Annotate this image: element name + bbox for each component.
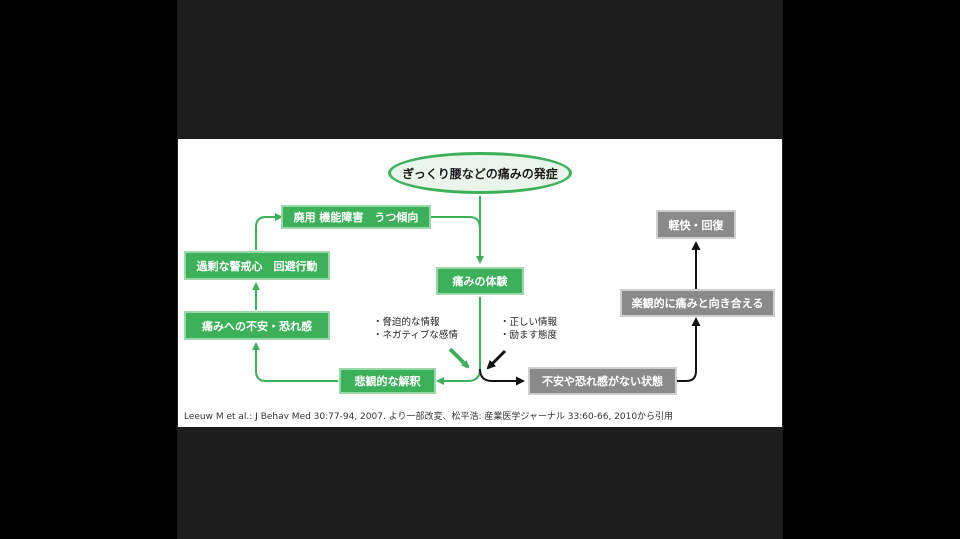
recovery-box: 軽快・回復: [656, 210, 736, 239]
positive-info-line-1: ・正しい情報: [500, 317, 558, 328]
hypervigilance-box: 過剰な警戒心 回避行動: [184, 251, 330, 280]
arrow-no-fear-to-face-pain: [676, 317, 701, 382]
citation-text: Leeuw M et al.: J Behav Med 30:77-94, 20…: [184, 412, 674, 422]
negative-info-line-1: ・脅迫的な情報: [373, 317, 440, 328]
arrow-pain-to-no-fear: [479, 368, 525, 386]
negative-info-line-2: ・ネガティブな感情: [373, 330, 458, 341]
positive-info-line-2: ・励ます態度: [500, 330, 558, 341]
disuse-box: 廃用 機能障害 うつ傾向: [281, 205, 431, 229]
arrow-disuse-to-pain: [431, 216, 481, 230]
arrow-negative-info: [448, 347, 470, 369]
onset-ellipse: ぎっくり腰などの痛みの発症: [388, 152, 572, 194]
no-fear-state-box: 不安や恐れ感がない状態: [528, 367, 677, 395]
arrow-hypervigilance-to-disuse: [255, 213, 283, 250]
arrow-positive-info: [486, 349, 507, 370]
fear-anxiety-box: 痛みへの不安・恐れ感: [184, 311, 330, 340]
negative-info-note: ・脅迫的な情報 ・ネガティブな感情: [373, 316, 458, 342]
positive-info-note: ・正しい情報 ・励ます態度: [500, 316, 557, 342]
catastrophizing-box: 悲観的な解釈: [339, 368, 436, 394]
diagram-slide: ぎっくり腰などの痛みの発症 廃用 機能障害 うつ傾向 過剰な警戒心 回避行動 痛…: [178, 139, 782, 427]
face-pain-box: 楽観的に痛みと向き合える: [620, 289, 775, 317]
connector-lines: [252, 196, 701, 386]
arrow-catastrophizing-to-fear: [252, 342, 338, 382]
pain-experience-box: 痛みの体験: [436, 267, 524, 295]
